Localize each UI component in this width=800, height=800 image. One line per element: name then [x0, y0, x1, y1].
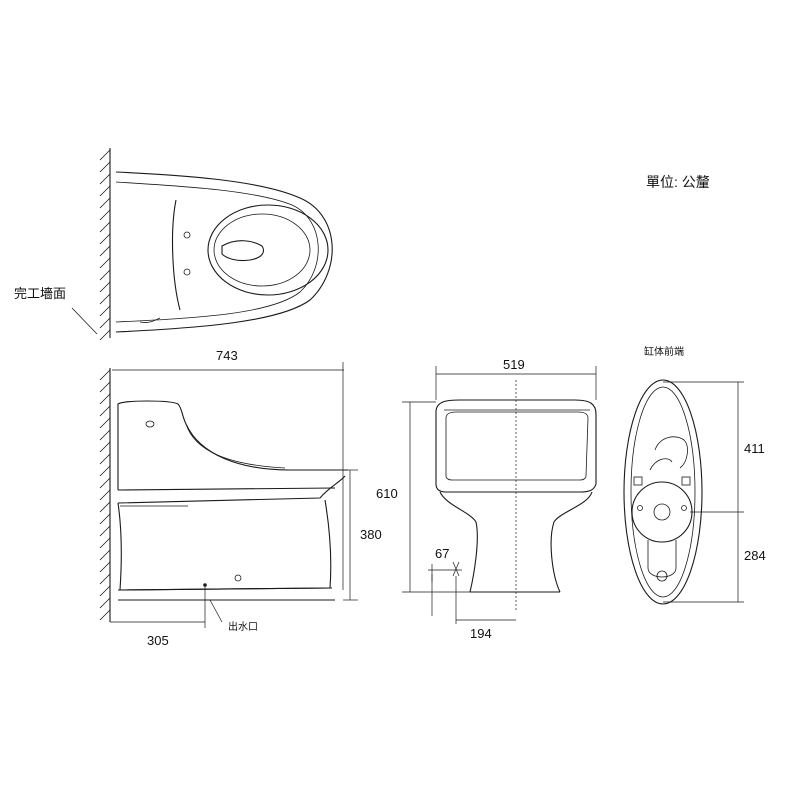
dim-519-label: 519: [503, 357, 525, 372]
wall-top-view: [99, 148, 111, 341]
front-view: [435, 399, 597, 593]
dim-411-label: 411: [744, 441, 765, 456]
dim-194-label: 194: [470, 626, 492, 641]
side-view: [117, 400, 348, 601]
dim-284: 284: [663, 511, 766, 603]
dim-305: 305 出水口: [110, 585, 258, 648]
wall-leader: [71, 307, 98, 335]
top-view: [115, 171, 333, 333]
dim-67-label: 67: [435, 546, 449, 561]
outlet-label: 出水口: [228, 620, 258, 633]
dim-194: 194: [431, 574, 516, 641]
wall-side-view: [99, 368, 111, 622]
dim-67: 67: [428, 546, 462, 582]
dim-305-label: 305: [147, 633, 169, 648]
dim-380: 380: [343, 469, 382, 601]
tank-front-label: 缸体前端: [644, 345, 684, 358]
bottom-view: [623, 379, 703, 605]
dim-411: 411: [663, 381, 765, 512]
dim-610: 610: [376, 401, 470, 593]
dim-610-label: 610: [376, 486, 398, 501]
dim-743-label: 743: [216, 348, 238, 363]
dim-519: 519: [435, 357, 597, 400]
dim-380-label: 380: [360, 527, 382, 542]
dim-284-label: 284: [744, 548, 766, 563]
dim-743: 743: [112, 348, 344, 590]
wall-label: 完工墻面: [14, 286, 66, 301]
unit-label: 單位: 公釐: [646, 174, 710, 190]
